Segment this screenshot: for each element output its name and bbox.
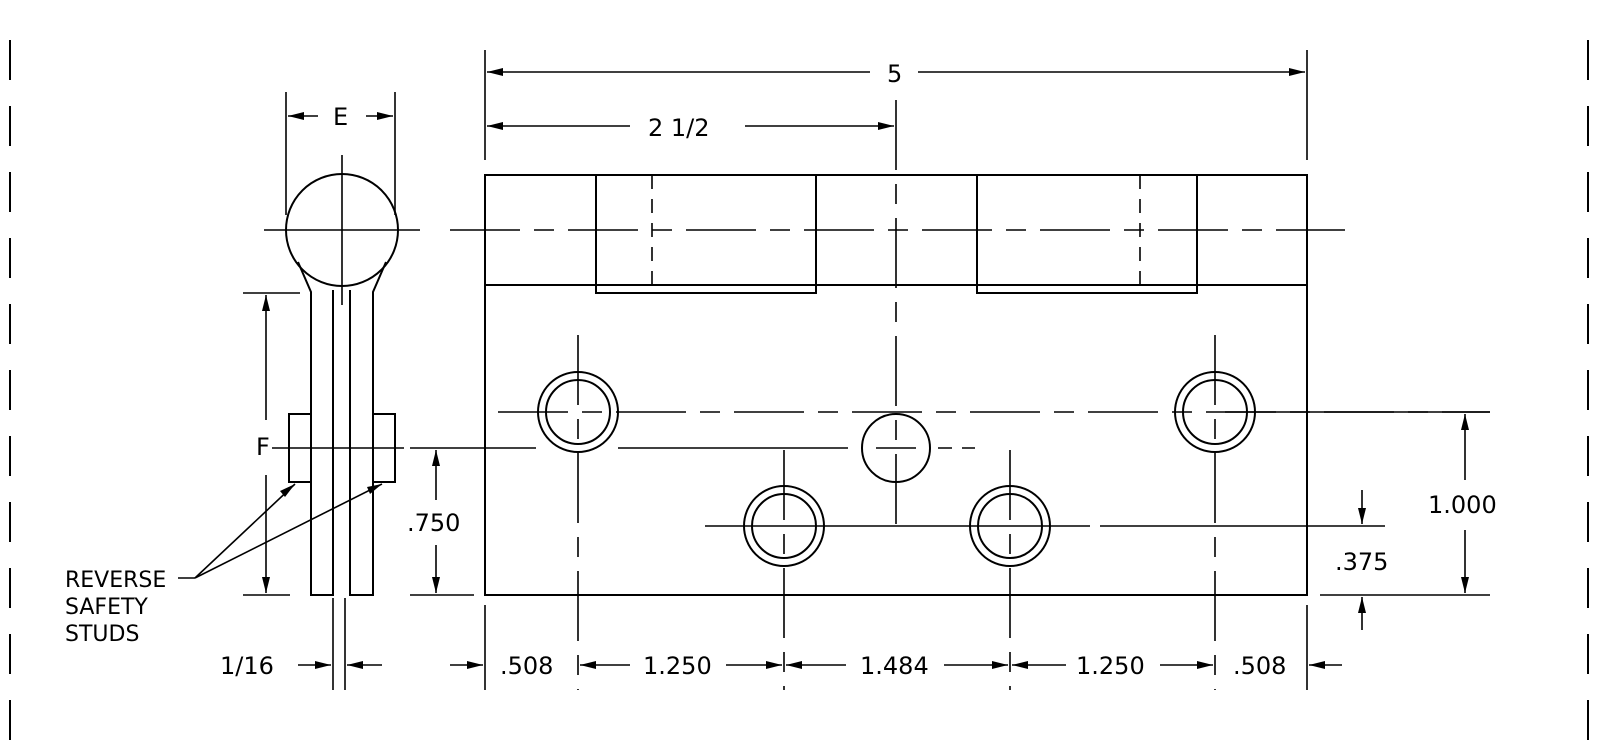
knuckle-segment-right	[976, 175, 1198, 294]
dim-knuckle-width: E	[333, 103, 348, 131]
dim-edge-right: .508	[1233, 652, 1286, 680]
dim-leaf-gap: 1/16	[220, 652, 274, 680]
hinge-outline	[484, 174, 1308, 596]
dim-hole-row-height: 1.000	[1428, 491, 1497, 519]
knuckle-segment-left	[595, 175, 817, 294]
dim-stud-row-height: .750	[407, 509, 460, 537]
dim-edge-left: .508	[500, 652, 553, 680]
side-leaf-left	[297, 261, 334, 596]
dim-half-length: 2 1/2	[648, 114, 710, 142]
front-view: 5 2 1/2 .750 1.000 .375 .508	[407, 50, 1497, 690]
dim-lower-hole-height: .375	[1335, 548, 1388, 576]
dim-spacing-center: 1.484	[860, 652, 929, 680]
dim-spacing-b: 1.250	[1076, 652, 1145, 680]
note-stud-line-3: STUDS	[65, 622, 139, 647]
note-stud-line-1: REVERSE	[65, 568, 166, 593]
dim-spacing-a: 1.250	[643, 652, 712, 680]
note-stud-line-2: SAFETY	[65, 595, 148, 620]
side-leaf-right	[349, 261, 387, 596]
dim-pin-offset: F	[256, 433, 270, 461]
dim-overall-length: 5	[887, 60, 902, 88]
side-view: E F 1/16 REVERSE SAFETY STUDS	[65, 92, 420, 690]
